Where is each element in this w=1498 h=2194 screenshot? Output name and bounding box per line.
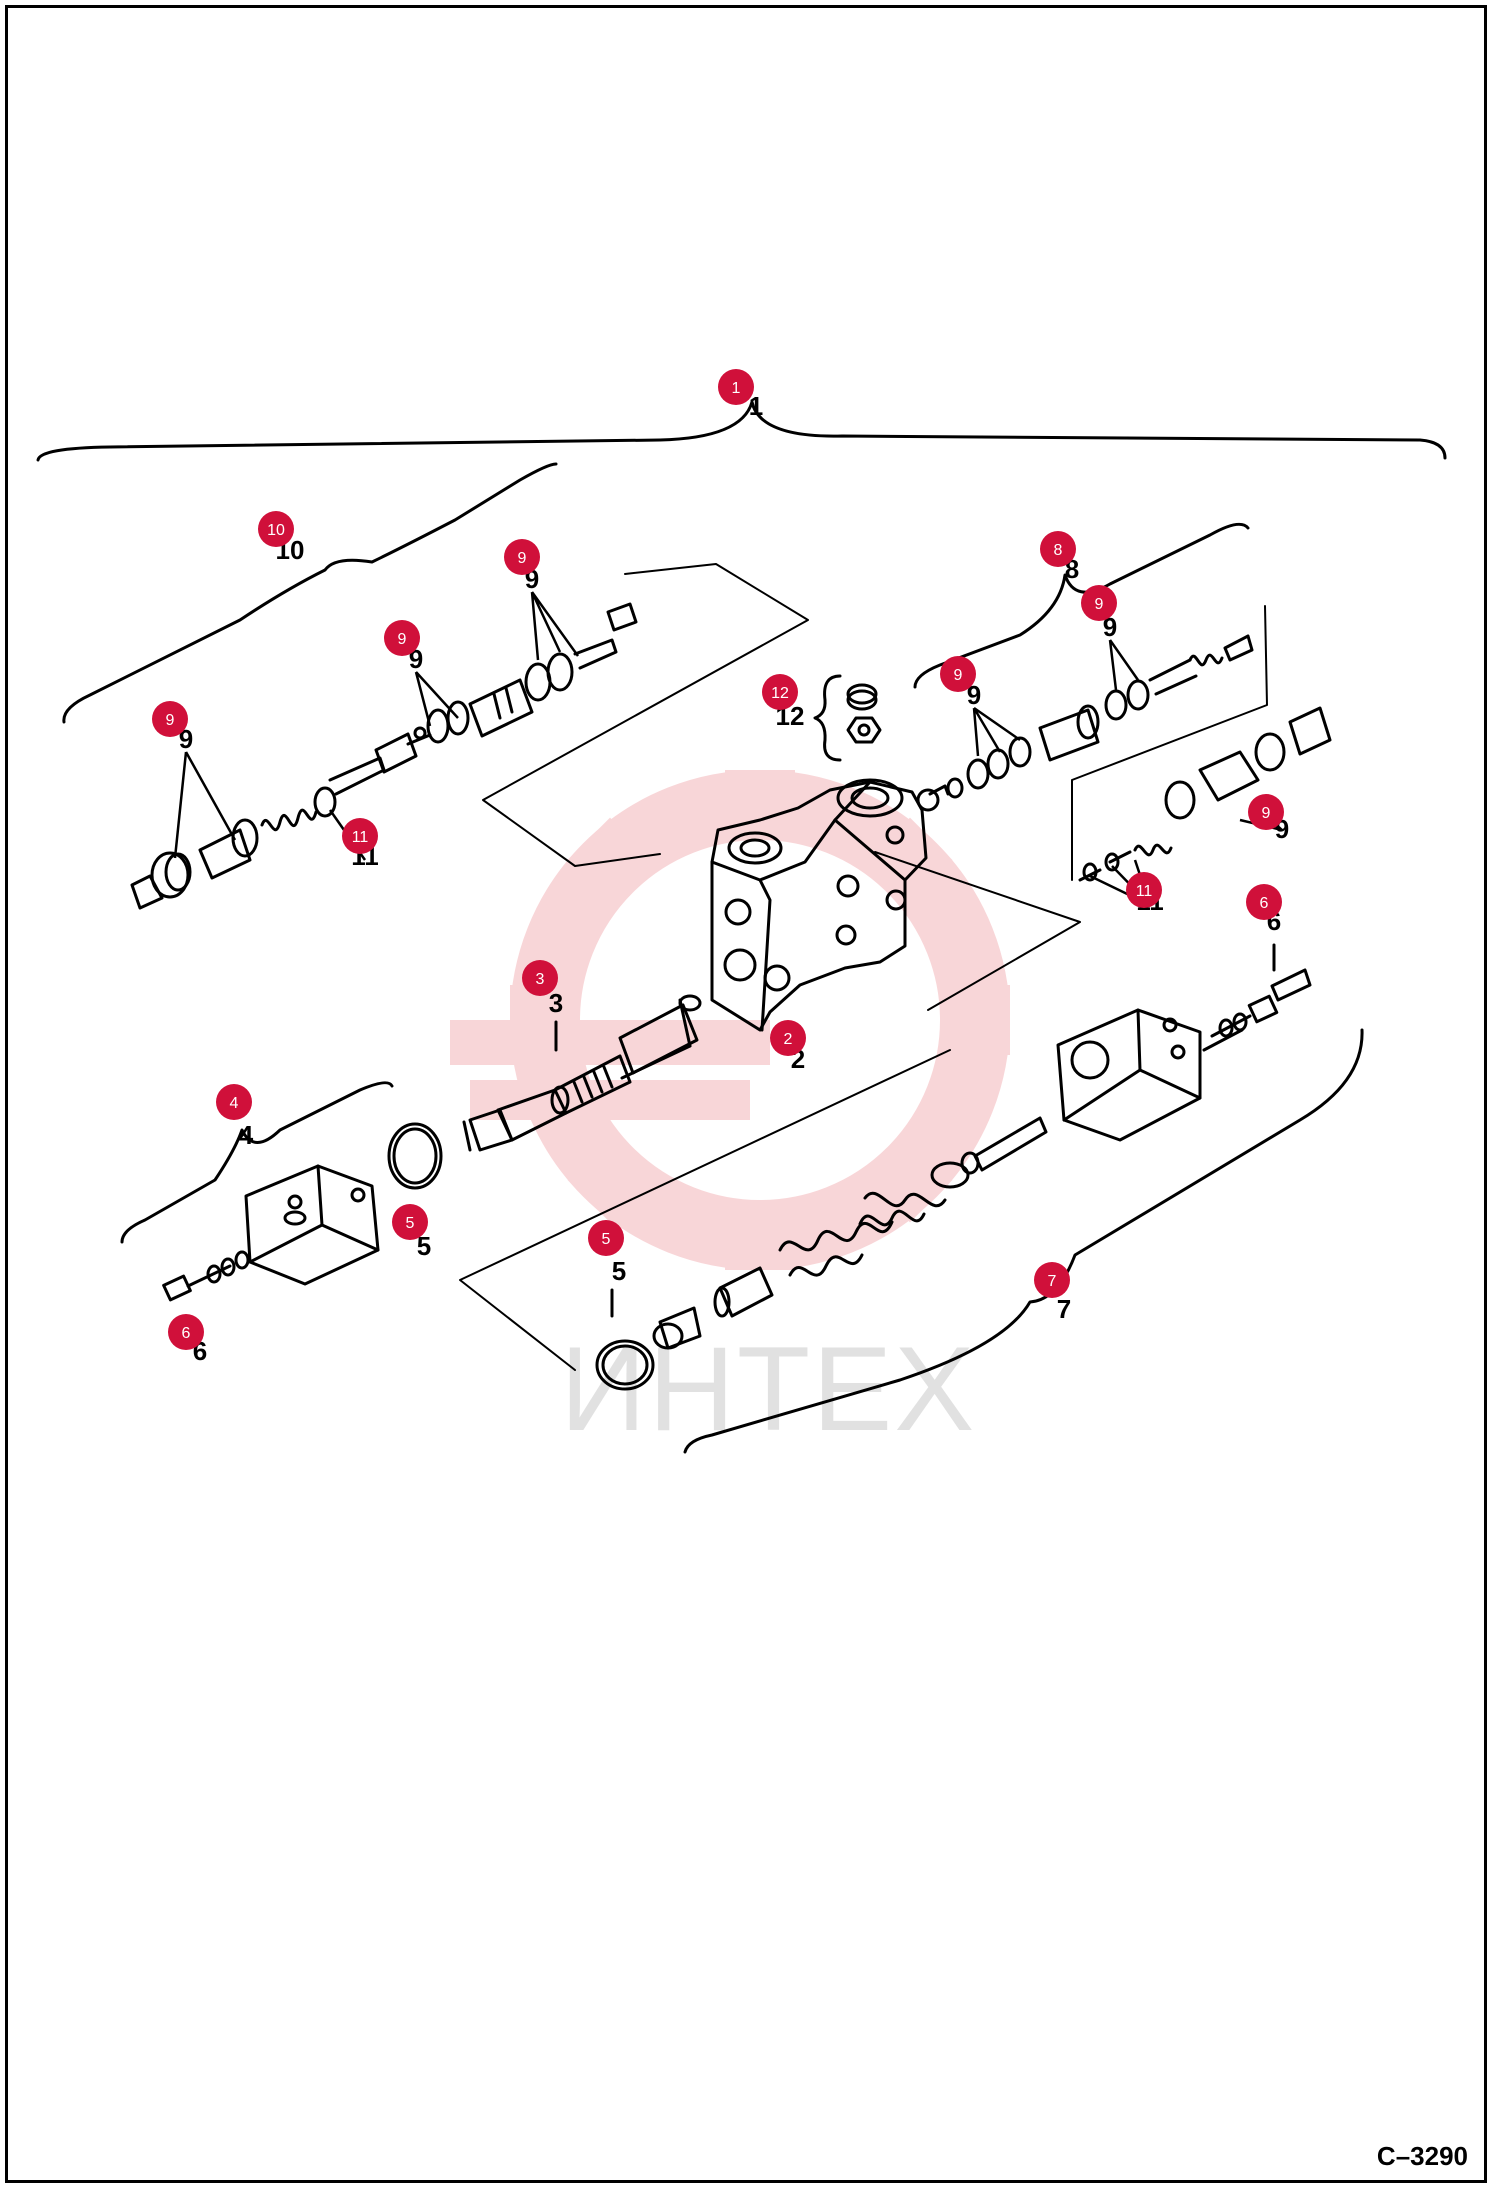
callout-1: 1 xyxy=(718,369,754,405)
callout-8: 8 xyxy=(1040,531,1076,567)
spring-assembly xyxy=(595,1116,1048,1391)
svg-text:8: 8 xyxy=(1054,542,1063,559)
callout-12: 12 xyxy=(762,674,798,710)
svg-text:6: 6 xyxy=(1260,895,1269,912)
callout-4: 4 xyxy=(216,1084,252,1120)
num-7: 7 xyxy=(1057,1294,1071,1324)
svg-text:9: 9 xyxy=(1262,805,1271,822)
callout-5b: 5 xyxy=(588,1220,624,1256)
valve-body xyxy=(710,778,940,1032)
brace-4 xyxy=(120,1081,394,1244)
callout-9e: 9 xyxy=(1081,585,1117,621)
callout-7: 7 xyxy=(1034,1262,1070,1298)
num-5b: 5 xyxy=(612,1256,626,1286)
num-1: 1 xyxy=(749,391,763,421)
svg-text:6: 6 xyxy=(182,1325,191,1342)
svg-text:9: 9 xyxy=(954,667,963,684)
callout-6a: 6 xyxy=(168,1314,204,1350)
pilot-stack-left xyxy=(130,602,638,910)
svg-text:11: 11 xyxy=(1136,883,1153,900)
callout-5a: 5 xyxy=(392,1204,428,1240)
brace-8 xyxy=(913,522,1250,689)
callout-markers: 1 2 3 4 5 5 6 6 7 8 9 9 9 9 9 9 10 11 11… xyxy=(152,369,1284,1350)
leader-box-top xyxy=(482,563,809,867)
leader-box-bottom xyxy=(459,1049,951,1371)
svg-text:4: 4 xyxy=(230,1095,239,1112)
brace-1 xyxy=(36,400,1447,462)
washer-nut-12 xyxy=(813,674,882,762)
callout-11a: 11 xyxy=(342,818,378,854)
callout-9b: 9 xyxy=(384,620,420,656)
svg-text:2: 2 xyxy=(784,1031,793,1048)
num-3: 3 xyxy=(549,988,563,1018)
pilot-stack-right xyxy=(928,634,1332,882)
brace-10 xyxy=(62,462,558,724)
num-5a: 5 xyxy=(417,1231,431,1261)
brace-7 xyxy=(683,1028,1364,1454)
num-9d: 9 xyxy=(967,680,981,710)
svg-text:12: 12 xyxy=(771,685,789,702)
drawing-reference: C–3290 xyxy=(1376,2141,1468,2171)
svg-text:3: 3 xyxy=(536,971,545,988)
watermark-gear-logo xyxy=(450,770,1010,1270)
num-4: 4 xyxy=(239,1120,254,1150)
leader-box-right xyxy=(1071,605,1268,881)
callout-3: 3 xyxy=(522,960,558,996)
svg-text:9: 9 xyxy=(1095,596,1104,613)
o-ring-5-bottom xyxy=(595,1339,655,1391)
end-cap-right xyxy=(1056,968,1312,1142)
spool-assembly xyxy=(462,994,702,1152)
leader-box-mid xyxy=(874,851,1081,1011)
o-ring-5-left xyxy=(387,1122,443,1190)
svg-text:10: 10 xyxy=(267,522,285,539)
callout-10: 10 xyxy=(258,511,294,547)
drawing-frame xyxy=(5,5,1487,2183)
callout-9c: 9 xyxy=(504,539,540,575)
callout-6b: 6 xyxy=(1246,884,1282,920)
svg-text:11: 11 xyxy=(352,829,369,846)
callout-9a: 9 xyxy=(152,701,188,737)
svg-text:9: 9 xyxy=(398,631,407,648)
svg-text:9: 9 xyxy=(166,712,175,729)
callout-9d: 9 xyxy=(940,656,976,692)
num-9e: 9 xyxy=(1103,612,1117,642)
callout-11b: 11 xyxy=(1126,872,1162,908)
svg-text:7: 7 xyxy=(1048,1273,1057,1290)
end-cap-left xyxy=(162,1164,380,1302)
svg-text:5: 5 xyxy=(406,1215,415,1232)
callout-2: 2 xyxy=(770,1020,806,1056)
item-numbers: 1 2 3 4 5 5 6 6 7 8 9 9 9 9 9 9 10 11 11… xyxy=(179,391,1289,1366)
svg-text:9: 9 xyxy=(518,550,527,567)
svg-text:1: 1 xyxy=(732,380,741,397)
svg-text:5: 5 xyxy=(602,1231,611,1248)
callout-9f: 9 xyxy=(1248,794,1284,830)
